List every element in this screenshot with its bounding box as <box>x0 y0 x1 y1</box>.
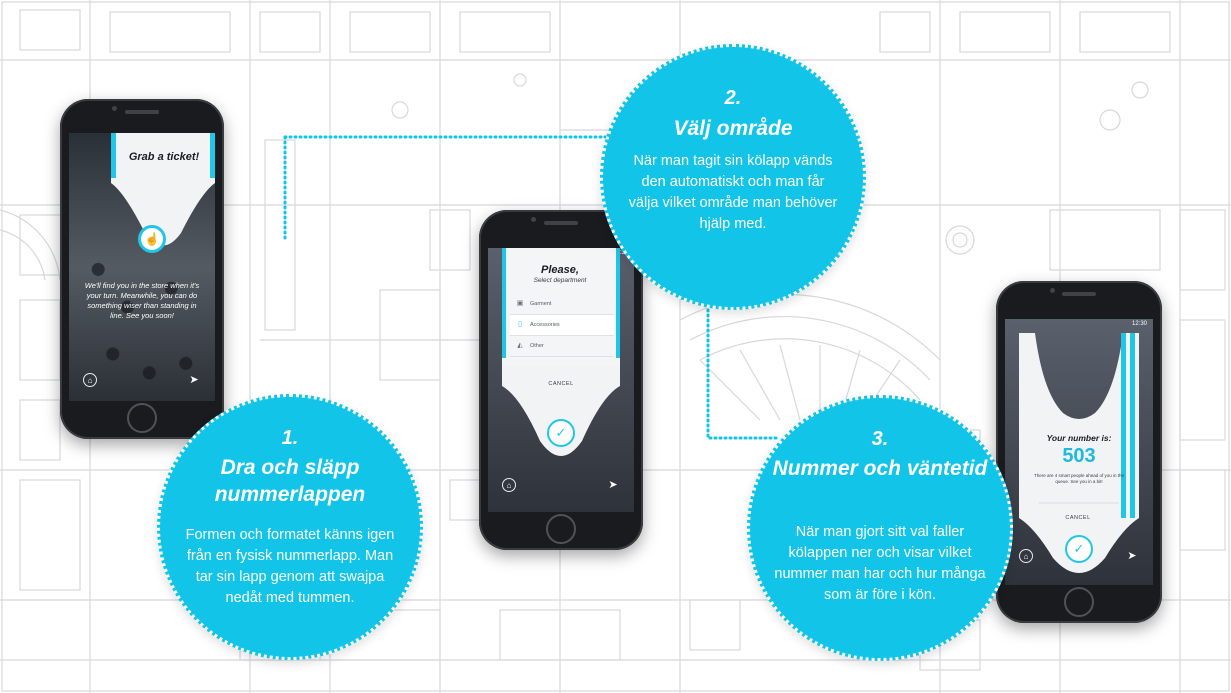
home-button <box>127 403 157 433</box>
ticket-strip-left <box>502 248 506 358</box>
step-number: 1. <box>281 427 299 449</box>
cancel-button[interactable]: CANCEL <box>548 381 574 387</box>
navigate-icon[interactable]: ➤ <box>608 479 618 491</box>
step-title: Dra och släpp nummerlappen <box>214 456 366 506</box>
store-icon[interactable]: ⌂ <box>83 373 97 387</box>
cancel-button[interactable]: CANCEL <box>1065 515 1091 521</box>
department-card <box>502 248 620 368</box>
status-bar: 12:30 <box>612 250 628 256</box>
phone-step-3: 12:30 Your number is: 503 There are 4 sm… <box>996 281 1162 623</box>
step-title: Nummer och väntetid <box>772 457 988 480</box>
home-button <box>546 514 576 544</box>
phone-1-message: We'll find you in the store when it's yo… <box>84 281 200 320</box>
department-option-accessories[interactable]: ▯ Accessories <box>510 315 614 336</box>
speaker <box>544 221 578 225</box>
ticket-shape <box>502 366 620 456</box>
ticket-title: Grab a ticket! <box>128 151 200 163</box>
your-number-label: Your number is: <box>1046 433 1112 443</box>
step-description: När man gjort sitt val faller kölappen n… <box>774 524 986 603</box>
hand-pointer-icon[interactable]: ☝ <box>138 225 166 253</box>
home-button <box>1064 587 1094 617</box>
department-label: Other <box>530 343 544 349</box>
step-number: 2. <box>724 87 742 109</box>
department-title: Please, <box>541 264 579 276</box>
ticket-shape <box>111 133 215 246</box>
phone-icon: ▯ <box>518 321 522 328</box>
iron-icon: ◭ <box>517 342 523 349</box>
ticket-strip-right <box>616 248 620 358</box>
department-option-garment[interactable]: ▣ Garment <box>510 294 614 315</box>
speaker <box>1062 292 1096 296</box>
camera-dot <box>1050 288 1055 293</box>
store-icon[interactable]: ⌂ <box>502 478 516 492</box>
phone-step-2: 12:30 Please, Select department ▣ Garmen… <box>479 210 643 550</box>
step-description: När man tagit sin kölapp vänds den autom… <box>628 153 838 232</box>
step-2-bubble: 2. Välj område När man tagit sin kölapp … <box>600 44 866 310</box>
phone-2-screen: 12:30 Please, Select department ▣ Garmen… <box>488 248 634 512</box>
navigate-icon[interactable]: ➤ <box>1127 550 1137 562</box>
shirt-icon: ▣ <box>516 300 524 307</box>
step-3-bubble: 3. Nummer och väntetid När man gjort sit… <box>747 395 1013 661</box>
check-icon[interactable]: ✓ <box>547 419 575 447</box>
department-label: Garment <box>530 301 552 307</box>
ticket-shape <box>1019 333 1139 573</box>
department-subtitle: Select department <box>533 277 587 284</box>
phone-3-screen: 12:30 Your number is: 503 There are 4 sm… <box>1005 319 1153 585</box>
navigate-icon[interactable]: ➤ <box>189 374 199 386</box>
check-icon[interactable]: ✓ <box>1065 535 1093 563</box>
step-number: 3. <box>871 428 889 450</box>
queue-info: There are 4 smart people ahead of you in… <box>1033 473 1125 484</box>
department-label: Accessories <box>530 322 560 328</box>
queue-number: 503 <box>1062 445 1096 467</box>
status-bar: 12:30 <box>1131 321 1147 327</box>
step-title: Välj område <box>673 117 793 140</box>
step-description: Formen och formatet känns igen från en f… <box>185 527 395 606</box>
phone-step-1: 12:30 Grab a ticket! ☝ We'll find you in… <box>60 99 224 439</box>
camera-dot <box>112 106 117 111</box>
department-option-other[interactable]: ◭ Other <box>510 336 614 357</box>
speaker <box>125 110 159 114</box>
camera-dot <box>531 217 536 222</box>
department-list: ▣ Garment ▯ Accessories ◭ Other <box>510 294 614 357</box>
step-1-bubble: 1. Dra och släpp nummerlappen Formen och… <box>157 394 423 660</box>
store-icon[interactable]: ⌂ <box>1019 549 1033 563</box>
phone-1-screen: 12:30 Grab a ticket! ☝ We'll find you in… <box>69 133 215 401</box>
